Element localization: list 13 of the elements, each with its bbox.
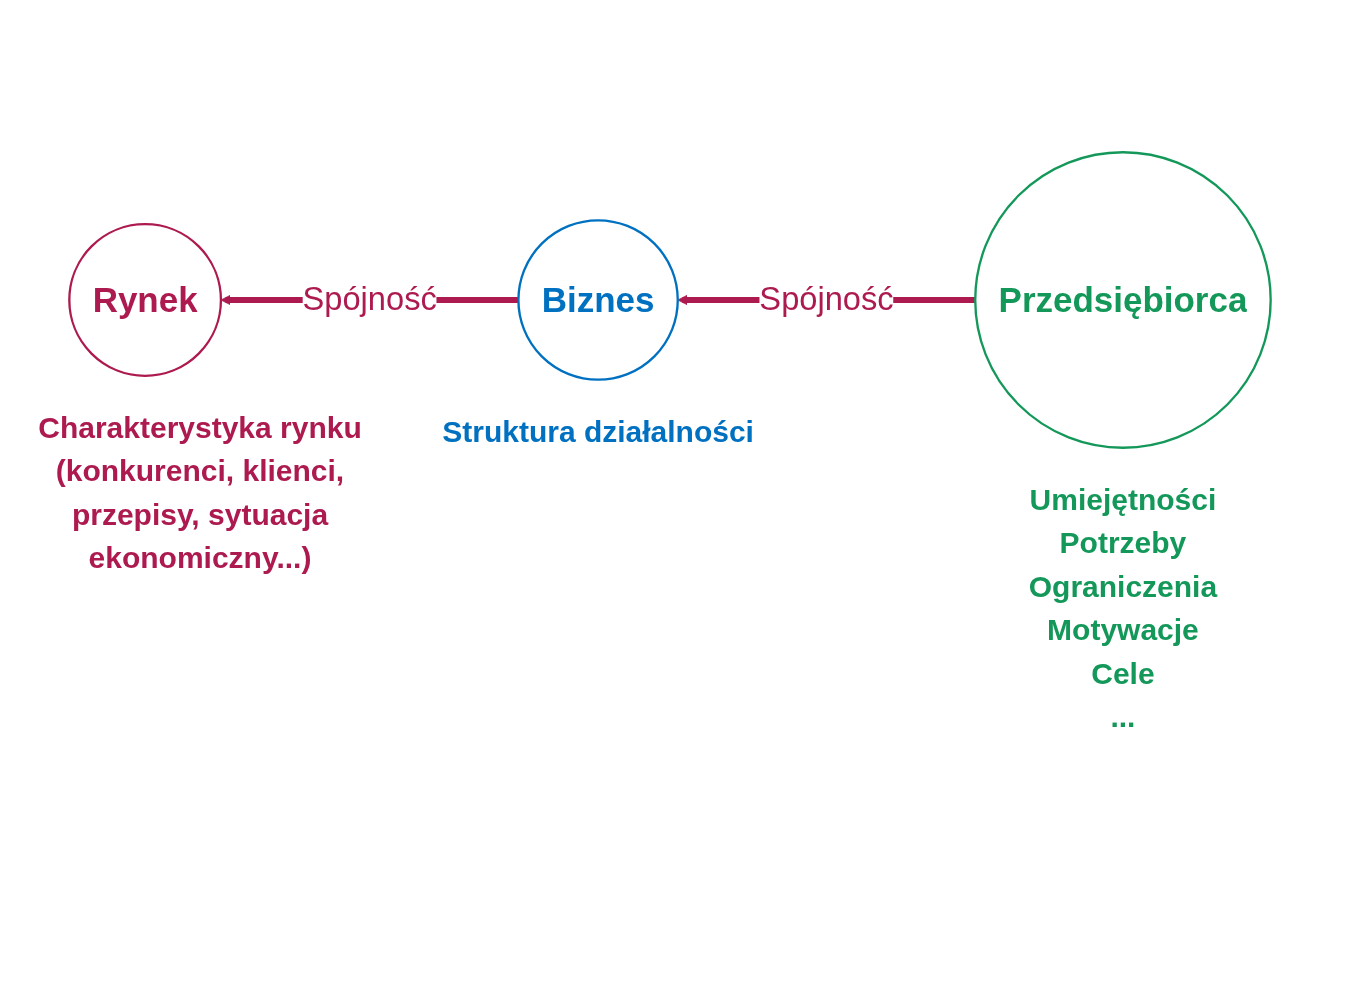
edge-label: Spójność: [302, 281, 437, 318]
node-caption: Cele: [1090, 655, 1156, 692]
node-circle: [68, 223, 223, 377]
node-circle: [974, 151, 1272, 449]
node-caption: ...: [1109, 699, 1137, 736]
edge-label: Spójność: [759, 281, 894, 318]
node-caption: Potrzeby: [1058, 525, 1188, 562]
node-caption: Charakterystyka rynku (konkurenci, klienci, przepisy, sytuacja ekonomiczny...): [37, 409, 363, 577]
node-circle: [517, 219, 679, 381]
node-caption: Ograniczenia: [1027, 568, 1219, 605]
node-caption: Motywacje: [1046, 612, 1200, 649]
node-caption: Umiejętności: [1028, 481, 1218, 518]
node-caption: Struktura działalności: [441, 413, 755, 450]
